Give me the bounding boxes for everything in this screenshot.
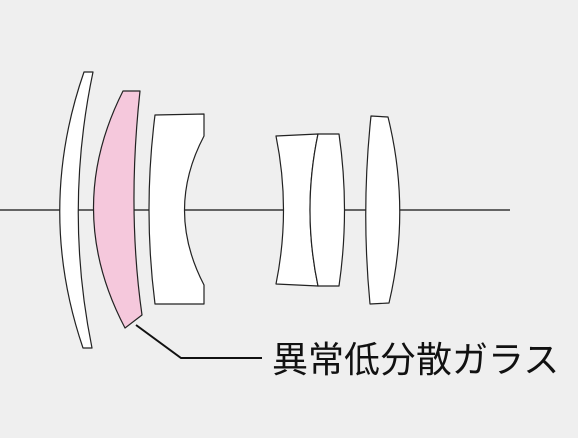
lens-element-1 [59, 71, 94, 349]
lens-element-3 [148, 113, 205, 305]
lens-element-5 [309, 133, 346, 287]
lens-element-6 [365, 115, 401, 305]
callout-leader-line [135, 324, 262, 359]
callout-label: 異常低分散ガラス [272, 340, 559, 381]
lens-element-2-ed-glass [92, 90, 143, 329]
